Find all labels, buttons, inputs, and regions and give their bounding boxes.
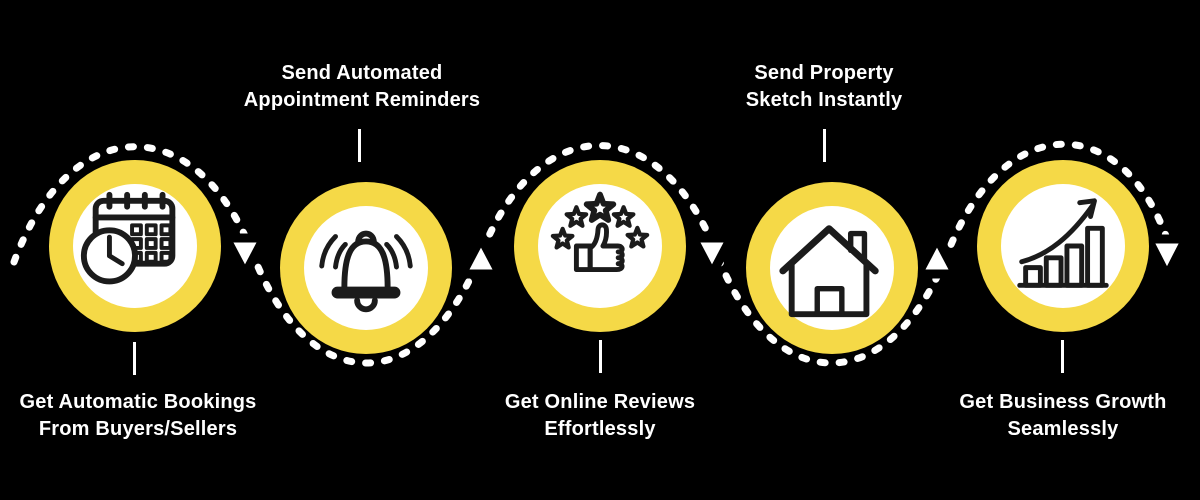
step-inner-circle bbox=[770, 206, 894, 330]
arrow-up-icon bbox=[457, 233, 505, 279]
label-connector bbox=[358, 129, 361, 162]
label-connector bbox=[1061, 340, 1064, 373]
step-label-growth: Get Business Growth Seamlessly bbox=[913, 389, 1200, 443]
arrow-down-icon bbox=[688, 233, 736, 279]
step-inner-circle bbox=[304, 206, 428, 330]
step-label-bookings: Get Automatic Bookings From Buyers/Selle… bbox=[0, 389, 288, 443]
step-circle-reminders bbox=[280, 182, 452, 354]
step-circle-bookings bbox=[49, 160, 221, 332]
label-line-1: Get Business Growth bbox=[959, 391, 1167, 413]
step-label-reminders: Send Automated Appointment Reminders bbox=[212, 60, 512, 114]
arrow-down-icon bbox=[1143, 234, 1191, 281]
label-connector bbox=[133, 342, 136, 375]
reviews-thumbs-up-icon bbox=[541, 187, 659, 273]
step-circle-reviews bbox=[514, 160, 686, 332]
step-label-reviews: Get Online Reviews Effortlessly bbox=[450, 389, 750, 443]
label-connector bbox=[823, 129, 826, 162]
dotted-flow-path bbox=[10, 140, 1170, 367]
label-connector bbox=[599, 340, 602, 373]
label-line-2: Appointment Reminders bbox=[243, 89, 481, 111]
house-icon bbox=[779, 225, 879, 318]
calendar-clock-icon bbox=[80, 191, 176, 285]
step-circle-property bbox=[746, 182, 918, 354]
step-inner-circle bbox=[73, 184, 197, 308]
label-line-1: Send Automated bbox=[281, 62, 443, 84]
step-label-property: Send Property Sketch Instantly bbox=[674, 60, 974, 114]
label-line-2: Sketch Instantly bbox=[745, 89, 903, 111]
step-inner-circle bbox=[538, 184, 662, 308]
growth-chart-icon bbox=[1017, 198, 1109, 288]
label-line-2: From Buyers/Sellers bbox=[38, 418, 238, 440]
step-inner-circle bbox=[1001, 184, 1125, 308]
arrow-down-icon bbox=[221, 233, 269, 279]
label-line-2: Effortlessly bbox=[544, 418, 656, 440]
label-line-1: Get Automatic Bookings bbox=[19, 391, 257, 413]
label-line-2: Seamlessly bbox=[1007, 418, 1119, 440]
bell-icon bbox=[319, 230, 413, 313]
arrow-up-icon bbox=[913, 233, 961, 279]
label-line-1: Get Online Reviews bbox=[504, 391, 696, 413]
step-circle-growth bbox=[977, 160, 1149, 332]
label-line-1: Send Property bbox=[754, 62, 894, 84]
